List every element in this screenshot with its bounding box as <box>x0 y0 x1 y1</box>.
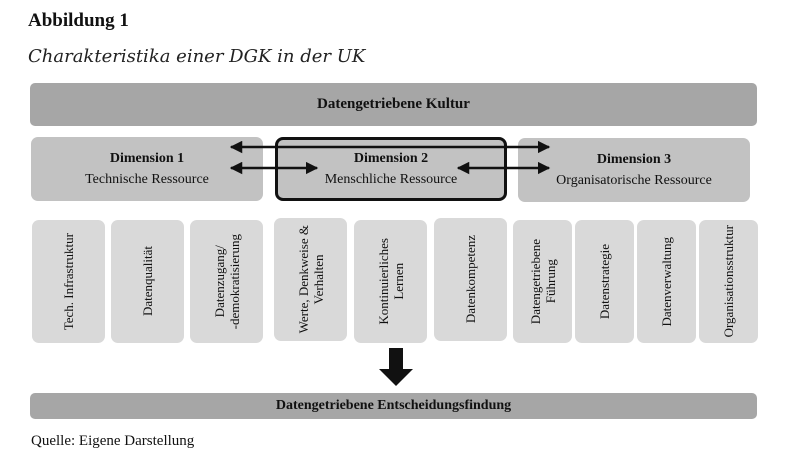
characteristic-card: Kontinuierliches Lernen <box>354 220 427 343</box>
dimension-1-subtitle: Technische Ressource <box>85 172 209 187</box>
characteristic-label: Datenverwaltung <box>659 236 674 327</box>
characteristic-card: Datenqualität <box>111 220 184 343</box>
data-driven-decision-label: Datengetriebene Entscheidungsfindung <box>275 398 512 413</box>
data-driven-culture-bar: Datengetriebene Kultur <box>30 83 757 126</box>
characteristic-label: Datengetriebene Führung <box>527 238 558 325</box>
characteristic-label: Kontinuierliches Lernen <box>375 238 406 325</box>
dimension-3-subtitle: Organisatorische Ressource <box>556 173 712 188</box>
data-driven-decision-bar: Datengetriebene Entscheidungsfindung <box>30 393 757 419</box>
characteristic-card: Werte, Denkweise & Verhalten <box>274 218 347 341</box>
characteristic-label: Datenkompetenz <box>463 235 478 324</box>
characteristic-card: Datenverwaltung <box>637 220 696 343</box>
dimension-2-subtitle: Menschliche Ressource <box>324 172 458 187</box>
figure-source: Quelle: Eigene Darstellung <box>31 433 195 449</box>
characteristic-label: Werte, Denkweise & Verhalten <box>295 225 326 334</box>
characteristic-label: Datenzugang/ -demokratisierung <box>211 233 242 330</box>
dimension-2-box: Dimension 2 Menschliche Ressource <box>275 137 507 201</box>
figure-label: Abbildung 1 <box>28 10 129 31</box>
characteristic-label: Datenstrategie <box>597 243 612 320</box>
dimension-3-box: Dimension 3 Organisatorische Ressource <box>518 138 750 202</box>
figure-title: Charakteristika einer DGK in der UK <box>28 46 366 67</box>
down-arrow-icon <box>379 348 413 386</box>
characteristic-card: Datenstrategie <box>575 220 634 343</box>
characteristic-card: Datenzugang/ -demokratisierung <box>190 220 263 343</box>
characteristic-card: Datenkompetenz <box>434 218 507 341</box>
characteristic-label: Tech. Infrastruktur <box>61 232 76 331</box>
data-driven-culture-label: Datengetriebene Kultur <box>317 96 470 112</box>
characteristic-label: Organisationsstruktur <box>721 225 736 338</box>
characteristic-card: Organisationsstruktur <box>699 220 758 343</box>
dimension-2-title: Dimension 2 <box>353 151 429 166</box>
characteristic-card: Datengetriebene Führung <box>513 220 572 343</box>
dimension-1-box: Dimension 1 Technische Ressource <box>31 137 263 201</box>
characteristic-label: Datenqualität <box>140 246 155 317</box>
dimension-1-title: Dimension 1 <box>109 151 185 166</box>
dimension-3-title: Dimension 3 <box>596 152 672 167</box>
characteristic-card: Tech. Infrastruktur <box>32 220 105 343</box>
